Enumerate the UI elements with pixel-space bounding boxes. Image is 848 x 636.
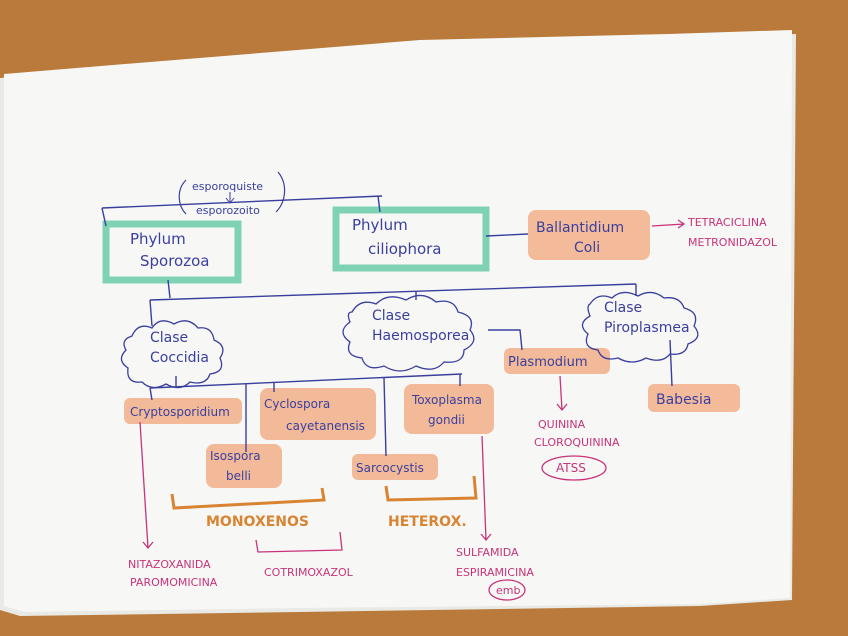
highlight-cryptosporidium (124, 398, 242, 424)
label-clase-haemosporea-2: Haemosporea (372, 328, 469, 344)
cloud-coccidia (120, 320, 224, 389)
cloud-piroplasmea (581, 291, 699, 363)
orange-highlights (124, 210, 740, 488)
label-clase-coccidia-1: Clase (150, 330, 188, 346)
label-tetraciclina: TETRACICLINA (687, 216, 767, 229)
label-atss: ATSS (556, 461, 586, 475)
label-isospora-2: belli (226, 469, 251, 483)
orange-brackets (170, 475, 478, 510)
piroplasmea-to-babesia (669, 339, 673, 387)
ciliophora-to-ballantidium (485, 233, 529, 237)
pink-labels: TETRACICLINA METRONIDAZOL QUININA CLOROQ… (128, 216, 778, 597)
paper-sheet (4, 30, 792, 612)
label-clase-piroplasmea-1: Clase (604, 300, 642, 316)
label-monoxenos: MONOXENOS (206, 514, 309, 530)
esporoquiste-bracket-left (178, 179, 187, 215)
label-esporoquiste: esporoquiste (192, 180, 263, 193)
highlight-cyclospora (260, 388, 376, 440)
label-phylum-sporozoa-2: Sporozoa (140, 252, 209, 270)
highlight-isospora (206, 444, 282, 488)
arrow-to-nitazoxanida (139, 421, 154, 550)
esporoquiste-bracket-right (275, 171, 286, 213)
class-clouds (120, 291, 699, 389)
arrow-to-sulfamida (480, 435, 492, 542)
emb-circle (488, 579, 526, 601)
label-cotrimoxazol: COTRIMOXAZOL (264, 566, 354, 579)
atss-circle (541, 455, 607, 481)
genus-level-line (149, 373, 463, 389)
label-ballantidium: Ballantidium (536, 220, 624, 236)
label-phylum-ciliophora-2: ciliophora (368, 240, 442, 258)
label-heterox: HETEROX. (388, 514, 467, 530)
label-metronidazol: METRONIDAZOL (688, 236, 778, 249)
label-sarcocystis: Sarcocystis (356, 461, 424, 475)
highlight-babesia (648, 384, 740, 412)
class-level-line (149, 283, 637, 301)
esporoquiste-arrow (225, 192, 235, 204)
orange-labels: MONOXENOS HETEROX. (206, 514, 467, 530)
blue-labels: esporoquiste esporozoito Phylum Sporozoa… (130, 180, 711, 483)
pink-connectors (139, 219, 686, 553)
label-clase-coccidia-2: Coccidia (150, 350, 209, 366)
highlight-ballantidium (528, 210, 650, 260)
bracket-monoxenos (170, 487, 326, 510)
label-paromomicina: PAROMOMICINA (130, 576, 218, 589)
highlight-toxoplasma (404, 384, 494, 434)
haemosporea-to-plasmodium (488, 329, 523, 351)
label-emb: emb (496, 584, 520, 597)
label-esporozoito: esporozoito (196, 204, 260, 217)
label-cloroquinina: CLOROQUININA (534, 436, 620, 449)
cloud-haemosporea (342, 294, 475, 372)
label-phylum-sporozoa-1: Phylum (130, 230, 186, 248)
phylum-sporozoa-box (102, 220, 242, 284)
phylum-ciliophora-box (332, 206, 490, 272)
label-babesia: Babesia (656, 392, 711, 408)
label-clase-haemosporea-1: Clase (372, 308, 410, 324)
label-cyclospora-1: Cyclospora (264, 397, 330, 411)
label-espiramicina: ESPIRAMICINA (456, 566, 534, 579)
highlight-plasmodium (504, 348, 610, 374)
label-cyclospora-2: cayetanensis (286, 419, 365, 433)
top-bracket-line (101, 195, 383, 209)
label-toxoplasma-1: Toxoplasma (411, 393, 482, 407)
bracket-heterox (384, 475, 478, 502)
arrow-to-quinina (556, 375, 568, 412)
label-plasmodium: Plasmodium (508, 355, 588, 370)
bracket-cotrimoxazol (255, 531, 343, 553)
arrow-to-tetraciclina (651, 219, 686, 229)
label-coli: Coli (574, 240, 600, 256)
label-cryptosporidium: Cryptosporidium (130, 405, 230, 419)
blue-connectors (101, 195, 673, 457)
label-phylum-ciliophora-1: Phylum (352, 216, 408, 234)
label-isospora-1: Isospora (210, 449, 261, 463)
label-sulfamida: SULFAMIDA (456, 546, 519, 559)
label-toxoplasma-2: gondii (428, 413, 465, 427)
highlight-sarcocystis (352, 454, 438, 480)
label-nitazoxanida: NITAZOXANIDA (128, 558, 211, 571)
label-clase-piroplasmea-2: Piroplasmea (604, 320, 690, 336)
label-quinina: QUININA (538, 418, 586, 431)
